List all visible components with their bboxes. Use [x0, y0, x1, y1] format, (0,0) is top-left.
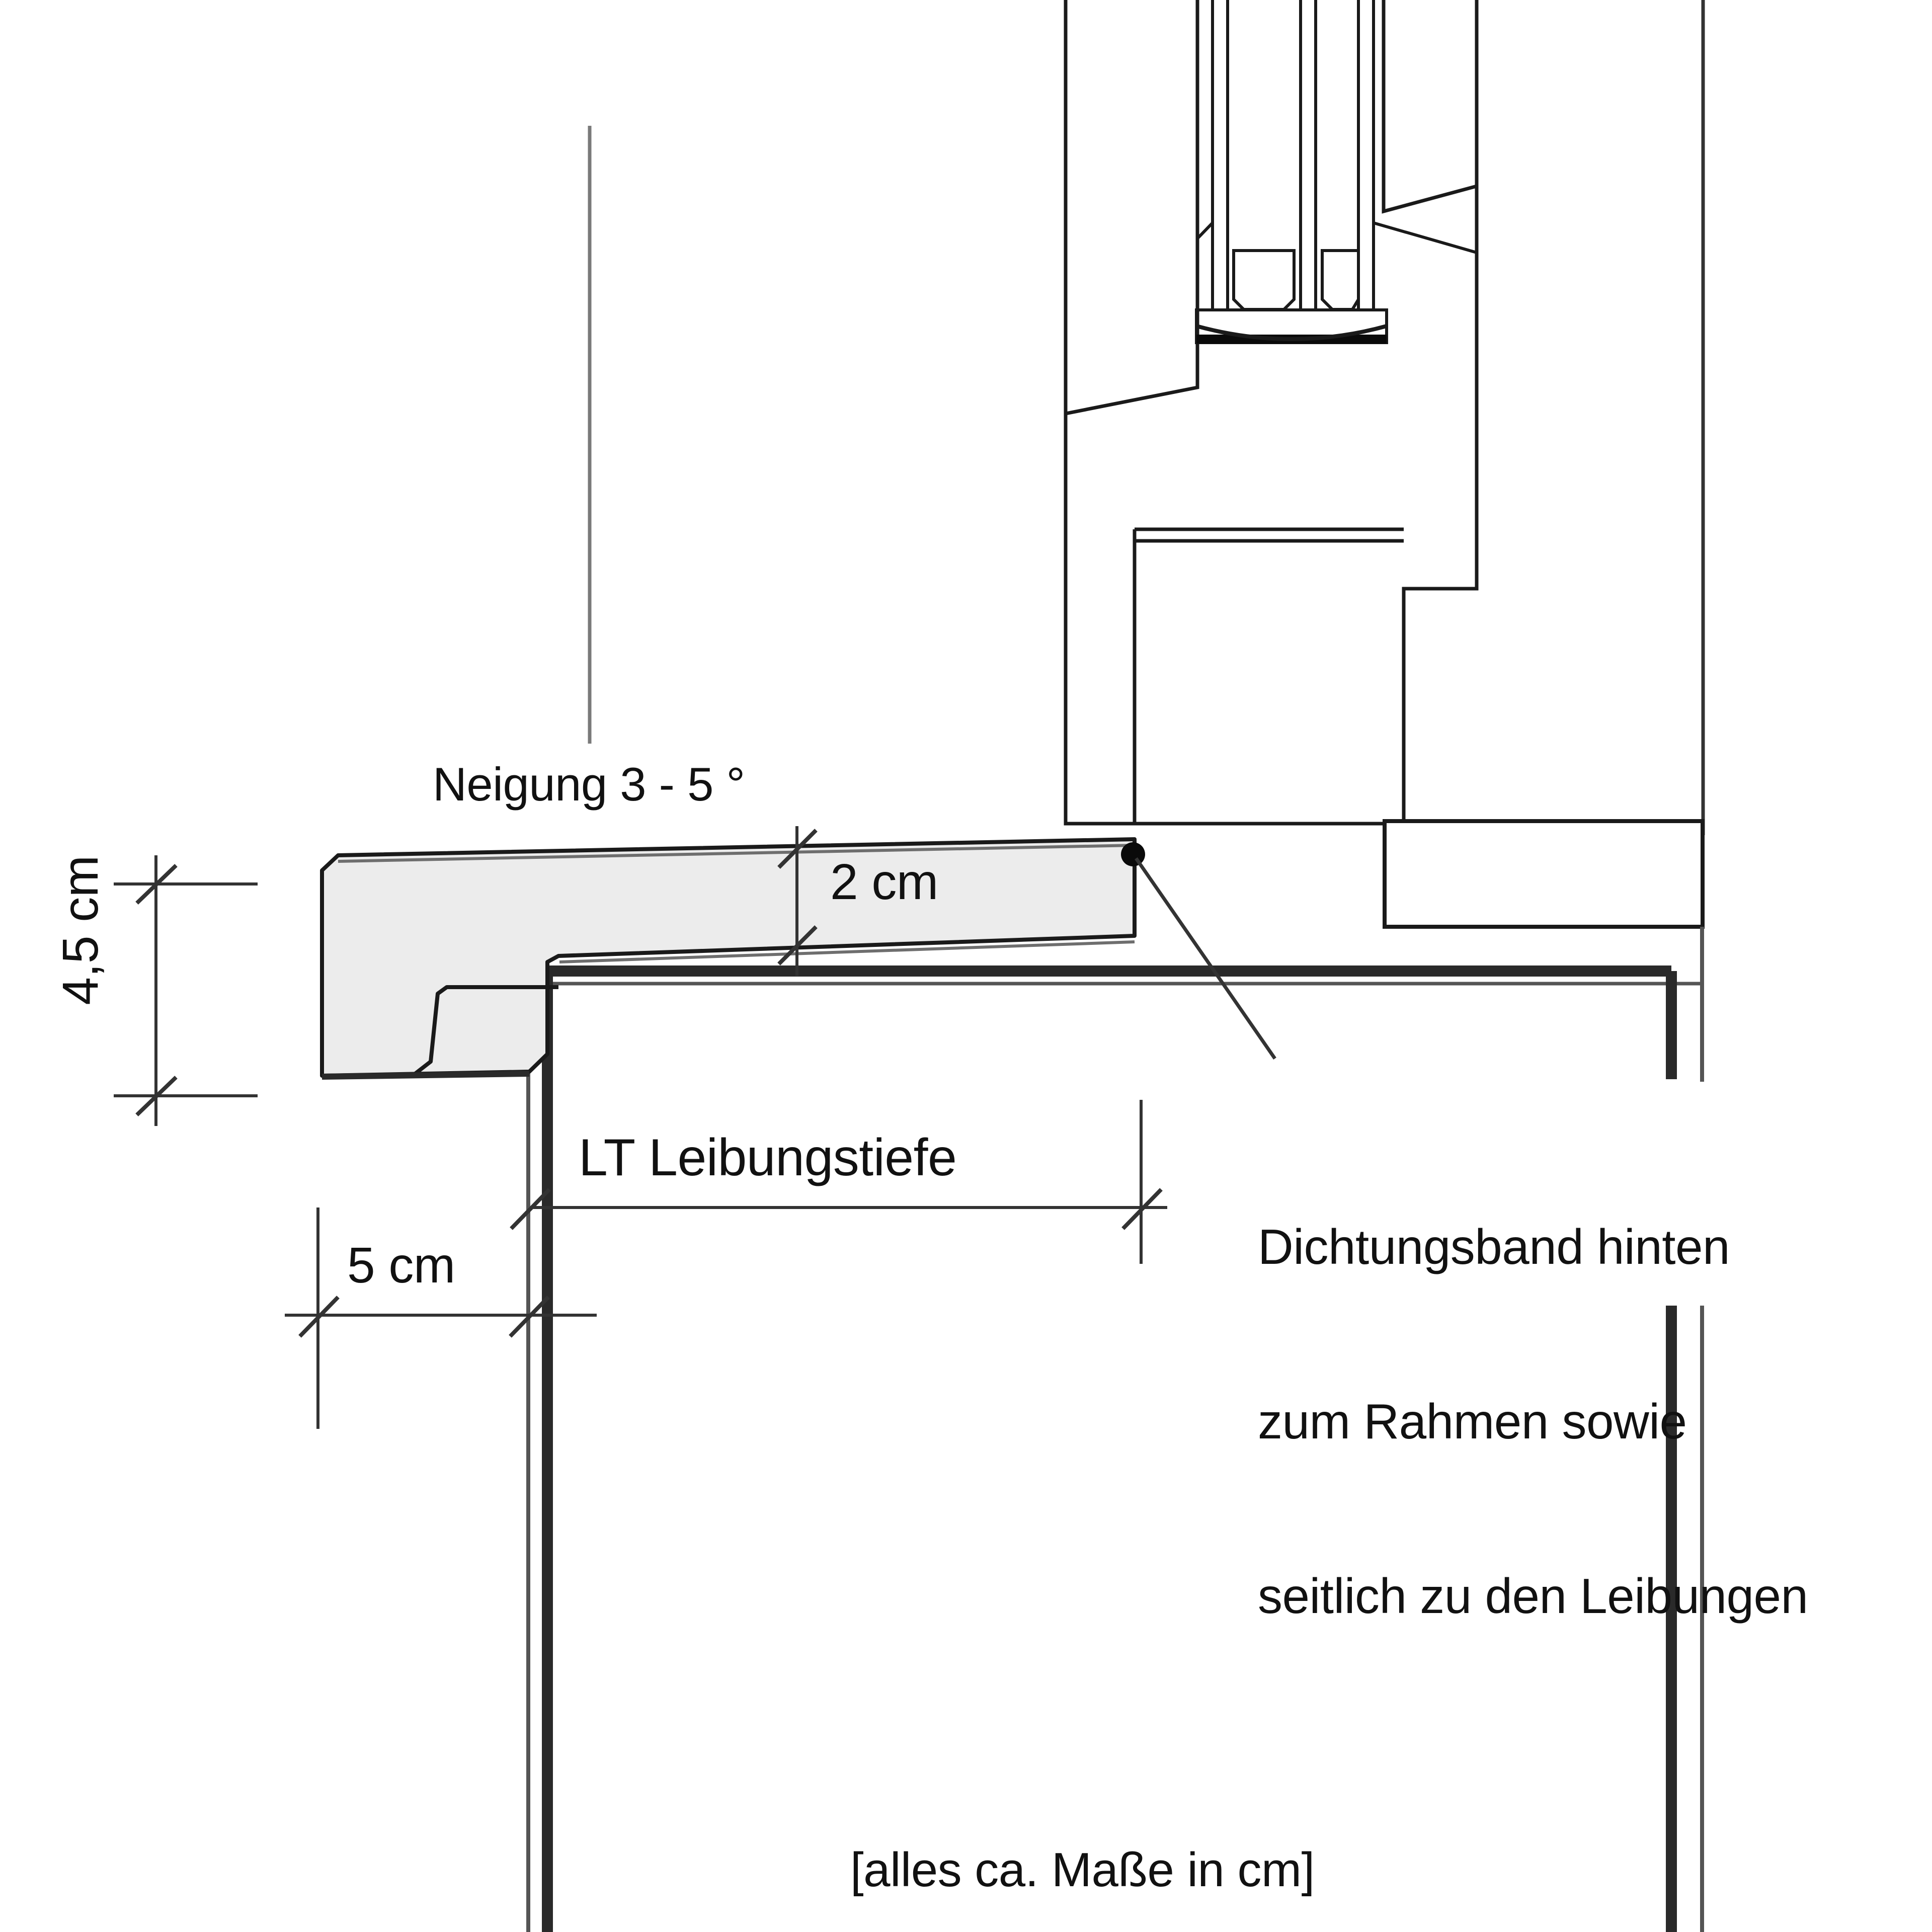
sealing-tape-note: Dichtungsband hinten zum Rahmen sowie se…	[1258, 1102, 1808, 1742]
sealing-tape-note-line-2: zum Rahmen sowie	[1258, 1394, 1687, 1450]
dimension-2-cm	[777, 826, 818, 976]
dim-lt-tick-right	[1121, 1188, 1163, 1230]
exterior-window-sill-group	[320, 837, 1137, 1080]
dimension-lt-leibungstiefe	[510, 1100, 1167, 1264]
sealing-tape-note-line-3: seitlich zu den Leibungen	[1258, 1568, 1808, 1624]
dimension-5-cm	[285, 1208, 597, 1429]
sill-thickness-label: 2 cm	[830, 854, 938, 910]
sill-underside-line	[559, 940, 1135, 963]
sealing-tape-note-line-1: Dichtungsband hinten	[1258, 1219, 1730, 1275]
frame-left-body	[1064, 0, 1199, 416]
sill-drip-nose-notch	[411, 985, 558, 1078]
sealing-tape-leader-dot	[1121, 842, 1145, 866]
dim-5-tick-right	[509, 1296, 550, 1338]
reveal-depth-label: LT Leibungstiefe	[579, 1129, 957, 1187]
frame-right-body	[1382, 0, 1479, 214]
dim-5-tick-left	[298, 1296, 340, 1338]
overhang-label: 5 cm	[347, 1237, 455, 1294]
sill-top-surface-line	[338, 844, 1135, 863]
glazing-unit	[1195, 0, 1388, 344]
frame-glazing-shoulder-left	[1196, 221, 1214, 240]
sealing-tape-leader-group	[1121, 842, 1276, 1060]
frame-left-lower	[1064, 414, 1135, 826]
dim-2-tick-bottom	[777, 925, 818, 965]
sealing-tape-leader-line	[1135, 857, 1276, 1060]
glass-spacer-2	[1321, 249, 1360, 311]
glazing-bed-curve	[1195, 324, 1388, 341]
interior-window-board	[1383, 819, 1705, 929]
dimension-4-5-cm	[114, 855, 258, 1126]
slope-label: Neigung 3 - 5 °	[433, 758, 745, 811]
dim-45-tick-top	[135, 864, 178, 905]
sill-height-label: 4,5 cm	[52, 855, 109, 1005]
dim-2-tick-top	[777, 829, 818, 869]
dim-lt-tick-left	[510, 1188, 551, 1230]
dim-45-tick-bottom	[135, 1076, 178, 1116]
sill-nose-bottom-edge	[321, 1071, 530, 1080]
frame-glazing-shoulder-right	[1373, 221, 1477, 254]
frame-right-lower	[1135, 186, 1479, 826]
glass-spacer-1	[1232, 249, 1296, 311]
wall-outline-group	[526, 0, 1705, 1932]
units-caption: [alles ca. Maße in cm]	[850, 1843, 1315, 1897]
